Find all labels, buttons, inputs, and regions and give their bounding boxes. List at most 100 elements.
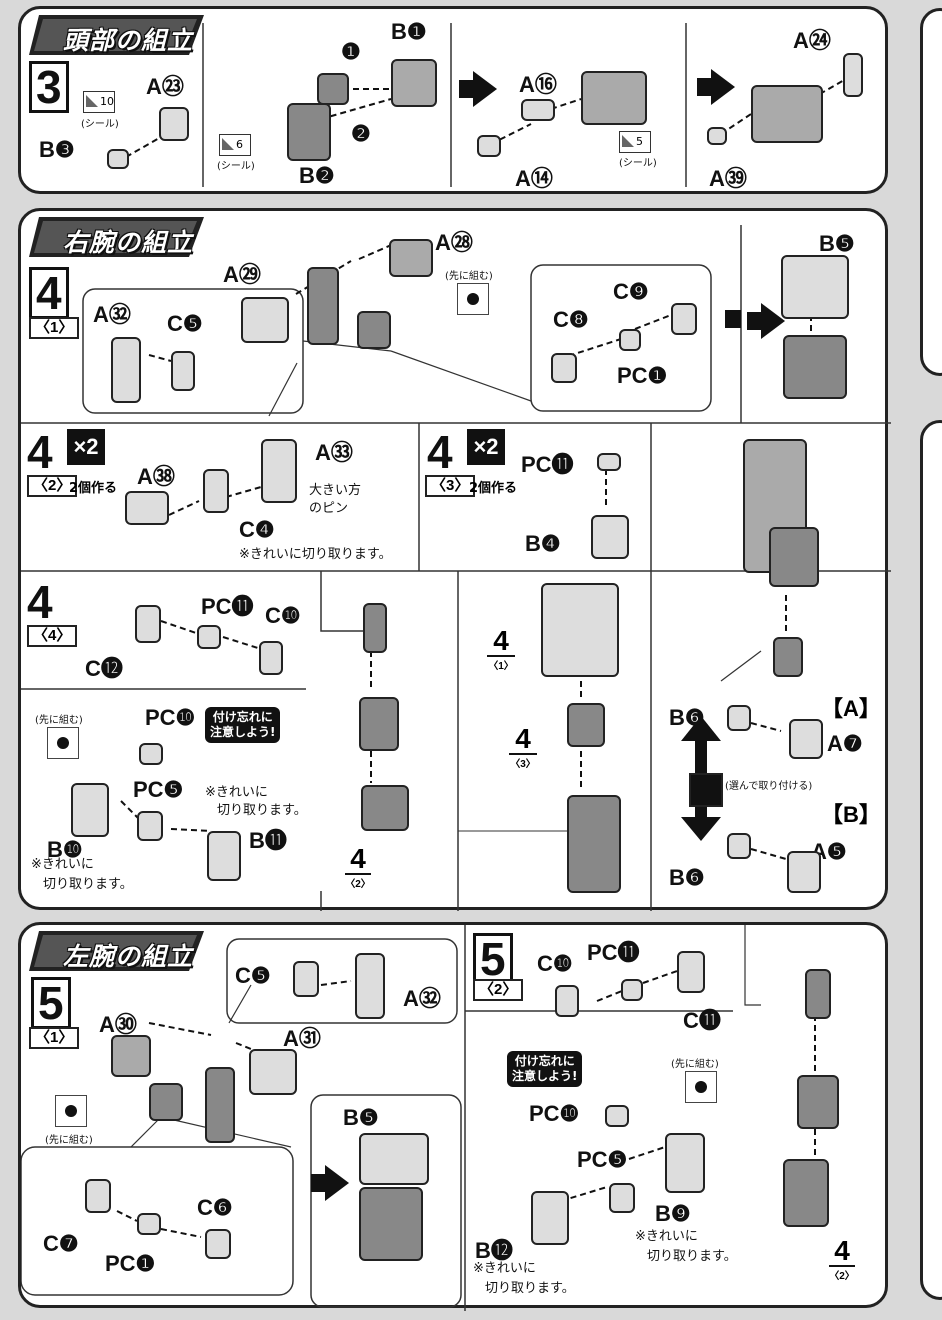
part-a39 [707,127,727,145]
part-c11 [677,951,705,993]
assemble-first-icon [457,283,489,315]
part-a24 [843,53,863,97]
clean-cut-note-1: ※きれいに [635,1229,698,1244]
section-header-right-arm: 右腕の組立 [29,215,209,259]
part-label-b5: B❺ [819,231,855,256]
part-upper-arm-left [205,1067,235,1143]
part-label-a31: A㉛ [283,1026,321,1051]
part-label-c12: C⓬ [85,656,123,681]
part-label-b4: B❹ [525,531,561,556]
make-two-note: 2個作る [469,481,518,496]
sticker-icon-10: 10 [83,91,115,113]
part-label-pc10: PC❿ [529,1101,580,1126]
part-label-c4: C❹ [239,517,275,542]
part-elbow [567,703,605,747]
part-head-final [751,85,823,143]
make-two-note: 2個作る [69,481,118,496]
part-a14 [477,135,501,157]
part-label-a16: A⑯ [519,72,557,97]
clean-cut-note-2: 切り取ります。 [217,803,307,818]
part-head-cap [317,73,349,105]
part-pc11 [597,453,621,471]
part-label-c9: C❾ [613,279,649,304]
part-label-pc5: PC❺ [577,1147,628,1172]
part-label-a7: A❼ [827,731,863,756]
part-shoulder-body-left [359,1187,423,1261]
part-label-c7: C❼ [43,1231,79,1256]
option-b-label: 【B】 [821,802,881,827]
part-label-b5: B❺ [343,1105,379,1130]
times-badge: ×2 [467,429,505,465]
part-label-b2: B❷ [299,163,335,188]
clean-cut-note-2: 切り取ります。 [485,1281,575,1296]
step-ref-4-2: 4〈2〉 [829,1235,855,1282]
seal-note: (シール) [217,161,255,172]
part-label-a38: A㊳ [137,464,175,489]
seal-note: (シール) [81,119,119,130]
part-b11 [207,831,241,881]
part-shoulder-armor [541,583,619,677]
part-c5-b [293,961,319,997]
section-header-head: 頭部の組立 [29,13,209,57]
part-head-assembled [581,71,647,125]
part-label-b1: B❶ [391,19,427,44]
part-label-pc5: PC❺ [133,777,184,802]
step-number: 4 [27,426,53,478]
part-label-a39: A㊴ [709,166,747,191]
step-number: 4 [27,576,53,628]
part-a31 [249,1049,297,1095]
part-c4 [203,469,229,513]
part-forearm-top-left [805,969,831,1019]
part-c9 [671,303,697,335]
part-b4 [591,515,629,559]
part-label-pc11: PC⓫ [521,452,574,477]
part-shoulder-body [783,335,847,399]
next-arrow-icon [311,1165,349,1201]
clean-cut-note-2: 切り取ります。 [43,877,133,892]
part-pc10 [139,743,163,765]
assemble-first-icon [47,727,79,759]
sticker-icon-6: 6 [219,134,251,156]
part-label-b9: B❾ [655,1201,691,1226]
part-b12 [531,1191,569,1245]
step-number: 3 [29,61,69,113]
step-substep: 〈1〉 [29,317,80,339]
times-badge: ×2 [67,429,105,465]
part-label-c6: C❻ [197,1195,233,1220]
clean-cut-note-2: 切り取ります。 [647,1249,737,1264]
part-c5 [171,351,195,391]
warning-badge: 付け忘れに注意しよう! [205,707,281,743]
part-a16 [521,99,555,121]
part-c8 [551,353,577,383]
step-number: 5 [31,977,71,1029]
part-label-c10: C❿ [265,603,301,628]
part-b6-a [727,705,751,731]
part-joint [357,311,391,349]
part-b5 [781,255,849,319]
seal-note: (シール) [619,158,657,169]
part-upper-arm [307,267,339,345]
next-arrow-icon [459,71,497,107]
part-forearm-top [363,603,387,653]
part-c12 [135,605,161,643]
step-substep: 〈4〉 [27,625,78,647]
part-b3 [107,149,129,169]
part-joint-left [149,1083,183,1121]
left-arm-assembly-panel: 左腕の組立 5 〈1〉 C❺ A㉜ A㉚ A㉛ B❺ C❼ C❻ PC❶ (先に… [18,922,888,1311]
warning-badge: 付け忘れに注意しよう! [507,1051,583,1087]
part-label-c8: C❽ [553,307,589,332]
clean-cut-note-1: ※きれいに [473,1261,536,1276]
part-a32 [111,337,141,403]
head-assembly-panel: 頭部の組立 3 B❶ A㉓ B❸ B❷ A⑯ A⑭ A㉔ A㊴ ❶ ❷ 10 (… [18,6,888,194]
cutoff-panel-bottom [920,420,942,1300]
part-forearm-mid-left [797,1075,839,1129]
assemble-first-icon [55,1095,87,1127]
section-title: 頭部の組立 [63,26,194,55]
part-a29 [241,297,289,343]
option-a-label: 【A】 [821,696,881,721]
part-a28 [389,239,433,277]
order-arrow-two: ❷ [351,121,371,146]
part-label-pc11: PC⓫ [201,594,254,619]
part-label-a14: A⑭ [515,166,553,191]
part-label-pc10: PC❿ [145,705,196,730]
